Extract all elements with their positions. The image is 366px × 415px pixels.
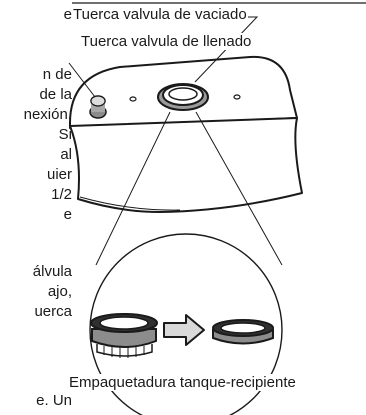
body-text-line: 1/2 xyxy=(51,186,72,203)
drain-valve-nut-icon xyxy=(157,83,209,111)
replace-arrow-icon xyxy=(163,314,205,346)
fill-valve-nut-label: Tuerca valvula de llenado xyxy=(80,33,253,50)
tank-bowl-gasket-label: Empaquetadura tanque-recipiente xyxy=(68,374,297,391)
body-text-line: Si xyxy=(58,126,72,143)
body-text-column: e n de de la nexión. Si al uier 1/2 e ál… xyxy=(0,0,72,415)
body-text-line: e xyxy=(63,206,72,223)
new-gasket-icon xyxy=(212,319,274,345)
body-text-line: al xyxy=(60,146,72,163)
left-mounting-hole xyxy=(129,96,137,102)
leader-lines xyxy=(68,16,283,266)
body-text-line: uier xyxy=(46,166,72,183)
body-text-line: uerca xyxy=(34,303,72,320)
body-text-line: e xyxy=(63,6,72,23)
body-text-line: n de xyxy=(42,66,72,83)
body-text-line: nexión. xyxy=(23,106,72,123)
drain-valve-nut-label: Tuerca valvula de vaciado xyxy=(72,6,248,23)
old-gasket-icon xyxy=(90,313,158,358)
fill-valve-nut-icon xyxy=(89,95,107,119)
body-text-line: ajo, xyxy=(47,283,72,300)
tank-body xyxy=(69,55,303,213)
body-text-line: e. Un xyxy=(36,392,72,409)
right-mounting-hole xyxy=(233,94,241,100)
detail-circle xyxy=(89,233,283,415)
body-text-line: de la xyxy=(39,86,72,103)
body-text-line: álvula xyxy=(32,263,72,280)
